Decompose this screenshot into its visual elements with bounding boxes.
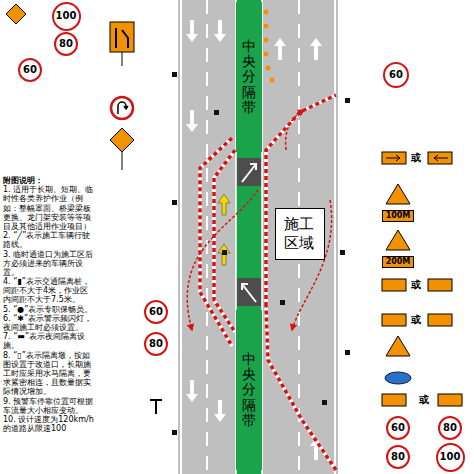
note-item: 1. 适用于长期、短期、临时性各类养护作业（例如：整幅罩面、桥梁梁板更换、龙门架… <box>3 185 95 231</box>
median <box>236 0 262 474</box>
lane-arrows <box>186 20 322 460</box>
speed-sign: 80 <box>54 32 78 56</box>
note-item: 8. “▯”表示隔离墩，按如图设置于改道口，长期施工时应采用水马隔离，要求紧密相… <box>3 351 95 397</box>
speed-sign: 60 <box>386 416 410 440</box>
node-text: 100 <box>56 11 77 21</box>
notes-heading: 附图说明： <box>3 176 95 185</box>
crossover <box>237 158 261 306</box>
note-item: 4. “▮”表示交通隔离桩，间距不大于4米，作业区内间距不大于7.5米。 <box>3 277 95 305</box>
or-label: 或 <box>418 395 430 405</box>
node-text: 施工区域 <box>284 215 316 253</box>
node-text: 100 <box>440 452 461 462</box>
speed-sign: 80 <box>386 445 410 469</box>
cone-lines <box>200 95 336 470</box>
lane-line <box>206 0 208 474</box>
right-signs <box>382 152 462 406</box>
distance-plate: 100M <box>382 210 415 223</box>
node-text: 60 <box>391 423 405 433</box>
note-item: 3. 临时通道口为施工区后方必须进来的车辆所设置。 <box>3 250 95 278</box>
speed-sign: 100 <box>436 443 465 472</box>
node-text: 100M <box>386 211 411 220</box>
node-text: 80 <box>149 339 163 349</box>
note-item: 10. 设计速度为120km/h的道路从限速100 <box>3 415 95 433</box>
edge-line <box>180 0 182 474</box>
speed-sign: 60 <box>144 300 168 324</box>
note-item: 6. “✱”表示警示频闪灯，夜间施工时必须设置。 <box>3 314 95 332</box>
node-text: 60 <box>149 307 163 317</box>
note-item: 9. 预警车停靠位置可根据车流量大小相应变动。 <box>3 397 95 415</box>
or-label: 或 <box>410 153 422 163</box>
node-text: 中央分隔带 <box>242 352 256 429</box>
carriageway <box>178 0 338 474</box>
speed-sign: 100 <box>52 2 81 31</box>
note-item: 2. “╱”表示施工车辆行驶路线。 <box>3 231 95 249</box>
edge-line <box>334 0 336 474</box>
or-label: 或 <box>410 280 422 290</box>
speed-sign: 80 <box>144 332 168 356</box>
node-text: 80 <box>59 39 73 49</box>
speed-sign: 60 <box>18 58 42 82</box>
note-item: 7. “▬”表示夜间隔离设施。 <box>3 332 95 350</box>
or-label: 或 <box>410 315 422 325</box>
distance-plate: 200M <box>382 256 415 269</box>
median-band: 中央分隔带 <box>236 2 262 152</box>
node-text: 中央分隔带 <box>242 39 256 116</box>
node-text: 60 <box>23 65 37 75</box>
note-item: 5. “●”表示专职保畅员。 <box>3 305 95 314</box>
median-band: 中央分隔带 <box>236 310 262 470</box>
node-text: 80 <box>391 452 405 462</box>
node-text: 200M <box>386 257 411 266</box>
work-zone-box: 施工区域 <box>275 208 325 260</box>
node-text: 80 <box>443 423 457 433</box>
node-text: 60 <box>389 70 403 80</box>
speed-sign: 60 <box>383 62 409 88</box>
notes: 附图说明：1. 适用于长期、短期、临时性各类养护作业（例如：整幅罩面、桥梁梁板更… <box>3 176 95 433</box>
speed-sign: 80 <box>438 416 462 440</box>
cones <box>264 10 275 83</box>
